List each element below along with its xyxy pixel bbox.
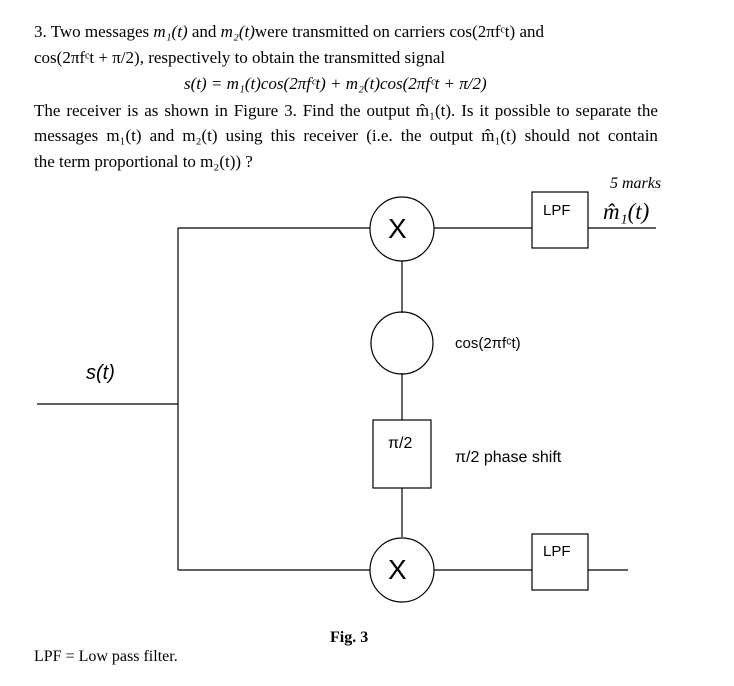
word: and <box>149 126 175 145</box>
word: to <box>556 101 570 120</box>
carrier-1: cos(2πfᶜt) <box>449 22 516 41</box>
phase-shift-label: π/2 phase shift <box>455 449 562 466</box>
word: the <box>637 101 658 120</box>
word: should <box>524 126 570 145</box>
word: m̂₁(t) <box>481 126 517 145</box>
word: not <box>578 126 600 145</box>
figure-caption: Fig. 3 <box>330 629 369 646</box>
word: receiver <box>303 126 359 145</box>
top-mixer-circle <box>369 196 435 262</box>
word: Figure <box>233 101 279 120</box>
word: using <box>225 126 263 145</box>
question-line-2: cos(2πfᶜt + π/2), respectively to obtain… <box>34 48 446 67</box>
marks-label: 5 marks <box>610 175 662 192</box>
word: m₂(t) <box>182 126 218 145</box>
m2-symbol: m₂(t) <box>220 22 255 41</box>
word: output <box>366 101 410 120</box>
word: messages <box>34 126 99 145</box>
carrier-2: cos(2πfᶜt + π/2) <box>34 48 140 67</box>
word: possible <box>494 101 551 120</box>
word: this <box>270 126 296 145</box>
word: m̂₁(t). <box>415 101 456 120</box>
transmitted-signal-equation: s(t) = m₁(t)cos(2πfᶜt) + m₂(t)cos(2πfᶜt … <box>184 74 487 93</box>
word: in <box>214 101 228 120</box>
top-lpf-label: LPF <box>543 202 571 219</box>
word: shown <box>164 101 209 120</box>
phase-shifter-box <box>372 419 432 489</box>
word: is <box>126 101 139 120</box>
input-signal-label: s(t) <box>86 362 115 384</box>
word: Find <box>302 101 334 120</box>
output-m1-hat-label: m̂₁(t) <box>603 199 650 224</box>
word: as <box>144 101 159 120</box>
phase-box-label: π/2 <box>388 435 413 452</box>
word: output <box>429 126 474 145</box>
word: 3. <box>284 101 297 120</box>
word: receiver <box>66 101 122 120</box>
oscillator-circle <box>370 311 434 375</box>
question-line-5: messages m₁(t) and m₂(t) using this receiver (i… <box>34 126 658 146</box>
bottom-lpf-label: LPF <box>543 543 571 560</box>
word: Is <box>461 101 474 120</box>
question-line-1: 3. Two messages m₁(t) and m₂(t)were tran… <box>34 22 544 41</box>
word: (i.e. <box>366 126 393 145</box>
top-lpf-box <box>531 191 589 249</box>
word: m₁(t) <box>106 126 142 145</box>
word: The <box>34 101 61 120</box>
word: the <box>400 126 422 145</box>
word: separate <box>575 101 632 120</box>
question-line-6: the term proportional to m₂(t)) ? <box>34 152 253 171</box>
m1-symbol: m₁(t) <box>153 22 188 41</box>
top-mixer-symbol: X <box>388 213 407 244</box>
footnote: LPF = Low pass filter. <box>34 648 178 665</box>
word: it <box>479 101 489 120</box>
word: contain <box>607 126 658 145</box>
oscillator-label: cos(2πfᶜt) <box>455 335 521 352</box>
bottom-lpf-box <box>531 533 589 591</box>
bottom-mixer-symbol: X <box>388 554 407 585</box>
bottom-mixer-circle <box>369 537 435 603</box>
word: the <box>339 101 361 120</box>
